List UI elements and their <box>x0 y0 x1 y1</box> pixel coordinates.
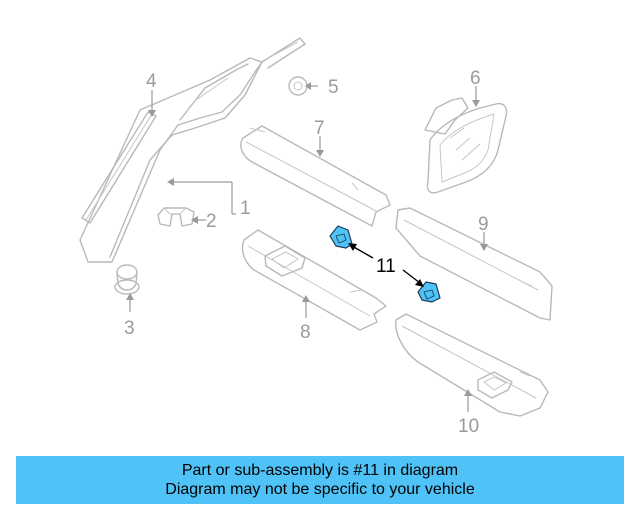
lower-trim-panel <box>395 207 553 321</box>
leader-lines <box>126 82 488 412</box>
banner-line-2: Diagram may not be specific to your vehi… <box>165 481 475 498</box>
callout-3: 3 <box>124 318 135 339</box>
parts-diagram: 4 5 6 7 1 2 3 9 8 10 11 <box>79 37 553 437</box>
callout-11: 11 <box>376 256 396 277</box>
callout-2: 2 <box>206 211 217 232</box>
weatherstrip-part <box>81 111 157 224</box>
highlight-leaders <box>348 243 424 287</box>
banner-line-1: Part or sub-assembly is #11 in diagram <box>181 462 459 479</box>
callout-7: 7 <box>314 118 325 139</box>
callout-10: 10 <box>458 416 479 437</box>
clip-part <box>157 207 195 227</box>
callout-4: 4 <box>146 71 157 92</box>
info-banner: Part or sub-assembly is #11 in diagram D… <box>16 456 624 504</box>
sun-visor-left <box>241 229 387 331</box>
callout-6: 6 <box>470 68 481 89</box>
callout-1: 1 <box>240 198 251 219</box>
sun-visor-right <box>395 313 549 417</box>
plug-part <box>288 76 308 96</box>
grommet-part <box>114 264 140 295</box>
a-pillar-trim <box>79 37 306 263</box>
callout-5: 5 <box>328 77 339 98</box>
callout-8: 8 <box>300 322 311 343</box>
callout-9: 9 <box>478 214 489 235</box>
visor-clip-highlighted-lower[interactable] <box>417 281 441 303</box>
visor-clip-highlighted-upper[interactable] <box>329 225 353 249</box>
mirror-part <box>424 97 508 194</box>
upper-trim-panel <box>240 125 391 227</box>
